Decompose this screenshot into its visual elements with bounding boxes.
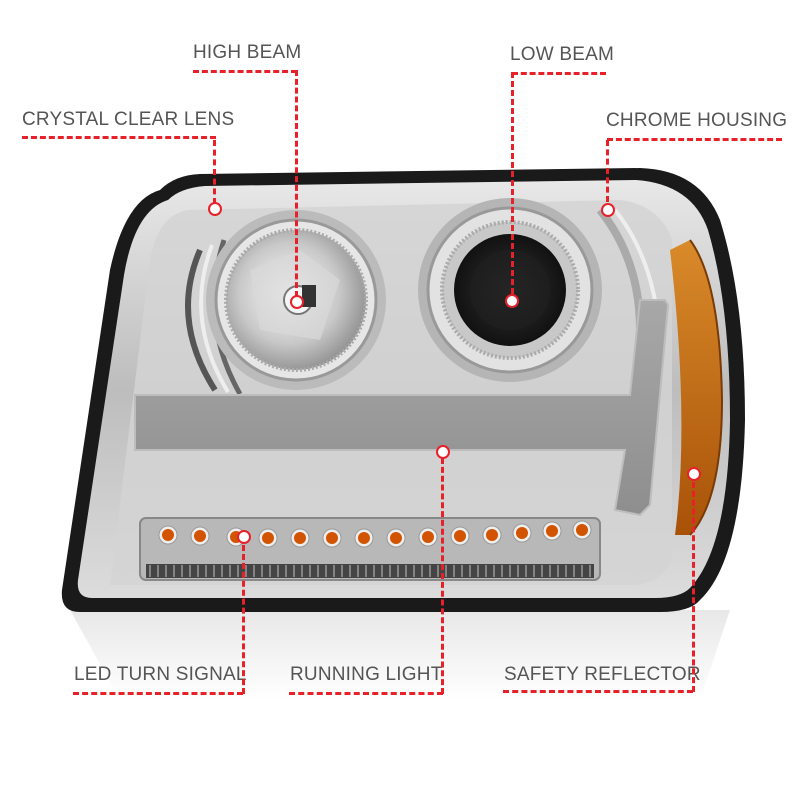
label-high-beam: HIGH BEAM — [193, 42, 302, 63]
marker-led-turn-signal — [237, 530, 251, 544]
leader-low-beam-v — [511, 72, 514, 294]
label-crystal-clear-lens: CRYSTAL CLEAR LENS — [22, 109, 235, 130]
marker-high-beam — [290, 295, 304, 309]
label-led-turn-signal: LED TURN SIGNAL — [74, 664, 247, 685]
leader-safety-reflector-h — [503, 690, 693, 693]
label-chrome-housing: CHROME HOUSING — [606, 110, 788, 131]
leader-running-light-v — [441, 458, 444, 694]
marker-running-light — [436, 445, 450, 459]
leader-chrome-housing-h — [607, 138, 782, 141]
label-low-beam: LOW BEAM — [510, 44, 615, 65]
leader-running-light-h — [289, 692, 443, 695]
leader-crystal-clear-lens-v — [213, 140, 216, 204]
label-safety-reflector: SAFETY REFLECTOR — [504, 664, 701, 685]
leader-high-beam-v — [295, 70, 298, 297]
leader-safety-reflector-v — [692, 482, 695, 692]
leader-led-turn-signal-h — [73, 692, 243, 695]
led-strip — [158, 520, 592, 548]
marker-low-beam — [505, 294, 519, 308]
leader-low-beam-h — [512, 72, 606, 75]
leader-chrome-housing-v — [606, 140, 609, 202]
leader-crystal-clear-lens-h — [22, 136, 216, 139]
leader-high-beam-h — [193, 70, 297, 73]
leader-led-turn-signal-v — [242, 545, 245, 694]
marker-safety-reflector — [687, 467, 701, 481]
marker-chrome-housing — [601, 203, 615, 217]
label-running-light: RUNNING LIGHT — [290, 664, 443, 685]
marker-crystal-clear-lens — [208, 202, 222, 216]
